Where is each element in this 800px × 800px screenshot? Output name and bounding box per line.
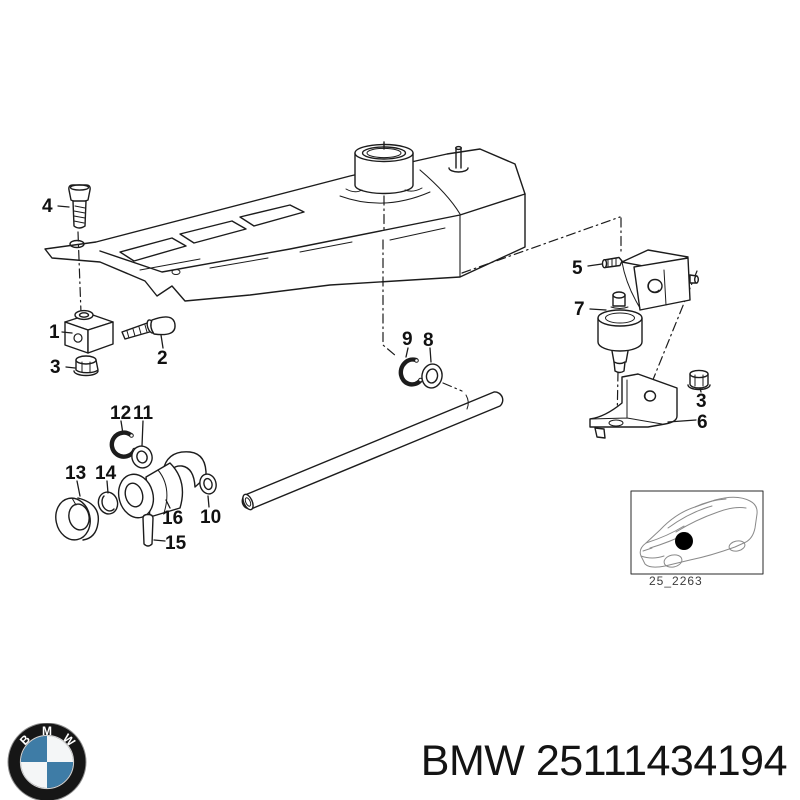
shift-tower-cylinder <box>345 141 423 195</box>
part-11-washer <box>131 445 153 469</box>
part-label-13: 13 <box>65 463 86 484</box>
part-label-11: 11 <box>133 403 154 424</box>
part-label-4: 4 <box>42 196 53 217</box>
part-label-16: 16 <box>162 508 183 529</box>
part-6-bracket <box>589 373 678 439</box>
panel-stud-bolt <box>448 145 469 173</box>
exploded-parts-diagram: 4 1 3 2 12 11 13 14 16 15 10 9 8 5 7 3 6 <box>42 141 764 575</box>
part-label-3-left: 3 <box>50 357 61 378</box>
part-label-15: 15 <box>165 533 187 554</box>
part-label-5: 5 <box>572 258 583 279</box>
part-14-ring <box>97 491 119 515</box>
part-label-7: 7 <box>574 299 585 320</box>
part-1-clamp-block <box>64 309 114 354</box>
part-label-1: 1 <box>49 322 60 343</box>
part-label-3-right: 3 <box>696 391 707 412</box>
part-2-bolt <box>121 316 176 340</box>
part-9-circlip <box>398 357 423 387</box>
part-location-dot <box>675 532 693 550</box>
part-label-6: 6 <box>697 412 708 433</box>
part-3-nut-left <box>73 355 99 377</box>
upper-bracket <box>621 249 700 311</box>
car-outline <box>639 496 758 568</box>
bmw-logo: B M W <box>7 723 87 800</box>
part-number-labels: 4 1 3 2 12 11 13 14 16 15 10 9 8 5 7 3 6 <box>42 196 708 554</box>
part-13-bushing <box>55 497 100 541</box>
part-15-pin <box>142 513 154 547</box>
part-16-shift-joint <box>117 451 207 519</box>
part-3-nut-right <box>687 369 711 391</box>
part-label-8: 8 <box>423 330 434 351</box>
part-8-washer <box>421 363 443 389</box>
part-label-10: 10 <box>200 507 221 528</box>
label-leader-lines <box>57 205 702 542</box>
part-label-2: 2 <box>157 348 168 369</box>
part-label-14: 14 <box>95 463 117 484</box>
inset-caption: 25_2263 <box>649 574 703 588</box>
part-label-9: 9 <box>402 329 413 350</box>
shift-rod <box>241 391 504 511</box>
part-4-bolt <box>68 184 91 229</box>
part-10-ring <box>199 473 217 495</box>
car-location-inset <box>630 490 764 575</box>
part-number-title: BMW 25111434194 <box>420 737 788 785</box>
svg-text:M: M <box>42 724 52 738</box>
part-5-pin <box>601 256 623 269</box>
part-label-12: 12 <box>110 403 131 424</box>
part-7-damper <box>597 291 643 374</box>
